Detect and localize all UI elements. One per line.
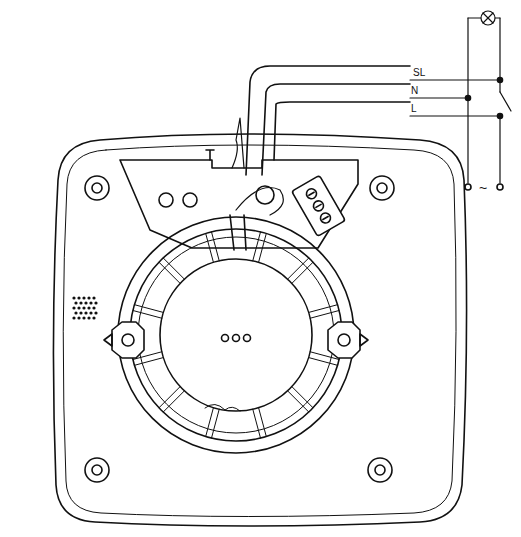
impeller-hub bbox=[222, 335, 251, 342]
cable bbox=[206, 66, 410, 250]
wire bbox=[410, 18, 500, 183]
vent-holes bbox=[72, 296, 97, 319]
wire-label: SL bbox=[413, 68, 425, 78]
mounting-clip bbox=[104, 322, 368, 358]
junction-dot bbox=[466, 78, 503, 119]
switch-symbol bbox=[500, 92, 511, 111]
terminal-block bbox=[292, 175, 346, 236]
fan-housing bbox=[53, 134, 466, 526]
wire-label: N bbox=[411, 86, 418, 96]
lamp-symbol bbox=[481, 11, 495, 25]
fan-spokes bbox=[133, 232, 339, 438]
fan-ring bbox=[118, 217, 354, 453]
terminal-recess bbox=[120, 160, 358, 248]
supply-symbol: ~ bbox=[479, 181, 487, 195]
wire-label: L bbox=[411, 104, 417, 114]
